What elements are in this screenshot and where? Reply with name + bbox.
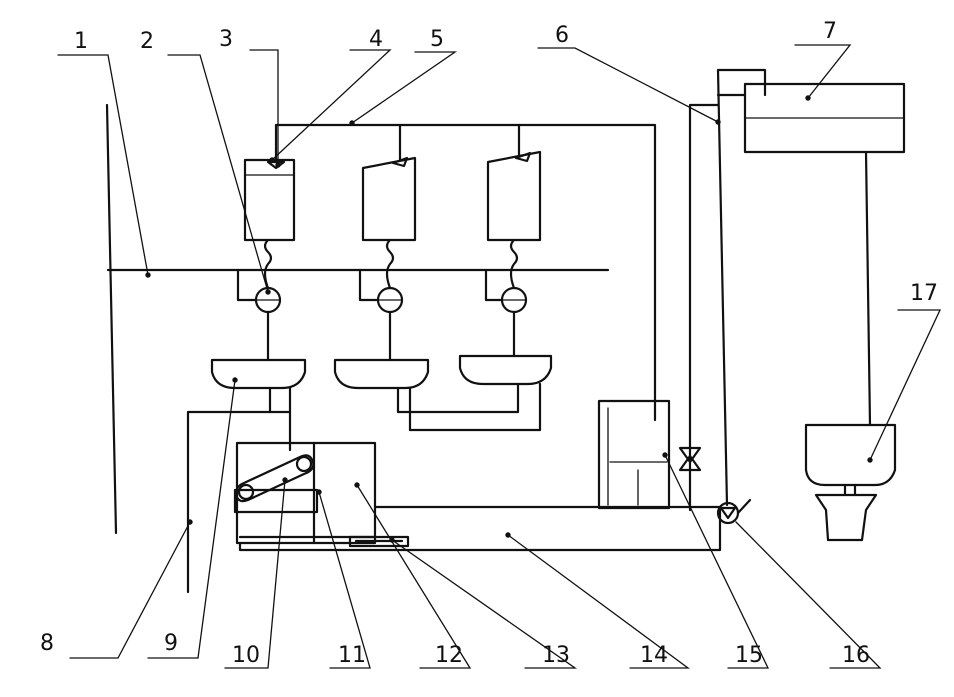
dosing-tank-3 bbox=[486, 150, 542, 242]
label-2: 2 bbox=[140, 29, 154, 54]
label-5: 5 bbox=[430, 27, 444, 52]
belt-conveyor bbox=[234, 454, 315, 503]
label-1: 1 bbox=[74, 29, 88, 54]
label-12: 12 bbox=[435, 643, 463, 668]
main-line-1 bbox=[105, 103, 610, 535]
feed-pipe bbox=[864, 150, 872, 427]
head-tank bbox=[743, 82, 906, 154]
dosing-tank-1 bbox=[243, 158, 296, 242]
label-7: 7 bbox=[823, 19, 837, 44]
pump-3 bbox=[484, 268, 528, 314]
label-16: 16 bbox=[842, 643, 870, 668]
flex-hoses bbox=[263, 238, 519, 290]
overflow-tank bbox=[597, 399, 671, 510]
basin-outlets bbox=[186, 382, 542, 594]
check-valve-16 bbox=[716, 498, 752, 525]
return-pipe-6 bbox=[688, 68, 767, 512]
label-3: 3 bbox=[219, 27, 233, 52]
label-8: 8 bbox=[40, 631, 54, 656]
label-10: 10 bbox=[232, 643, 260, 668]
basin-3 bbox=[458, 354, 553, 386]
label-4: 4 bbox=[369, 27, 383, 52]
check-valve-upper bbox=[678, 446, 702, 472]
label-11: 11 bbox=[338, 643, 366, 668]
label-15: 15 bbox=[735, 643, 763, 668]
label-14: 14 bbox=[640, 643, 668, 668]
part-labels: 1 2 3 4 5 6 7 8 9 10 11 12 13 14 15 16 1… bbox=[40, 19, 938, 668]
supply-pipe bbox=[274, 123, 657, 422]
basin-2 bbox=[333, 358, 430, 390]
dosing-tank-2 bbox=[361, 156, 417, 242]
label-6: 6 bbox=[555, 23, 569, 48]
pump-1 bbox=[236, 268, 282, 314]
basin-1 bbox=[210, 358, 307, 390]
label-9: 9 bbox=[164, 631, 178, 656]
label-13: 13 bbox=[542, 643, 570, 668]
leader-lines bbox=[57, 44, 942, 669]
pump-outlets bbox=[266, 310, 516, 362]
receiver-tank bbox=[804, 423, 897, 542]
pump-2 bbox=[358, 268, 404, 314]
label-17: 17 bbox=[910, 281, 938, 306]
